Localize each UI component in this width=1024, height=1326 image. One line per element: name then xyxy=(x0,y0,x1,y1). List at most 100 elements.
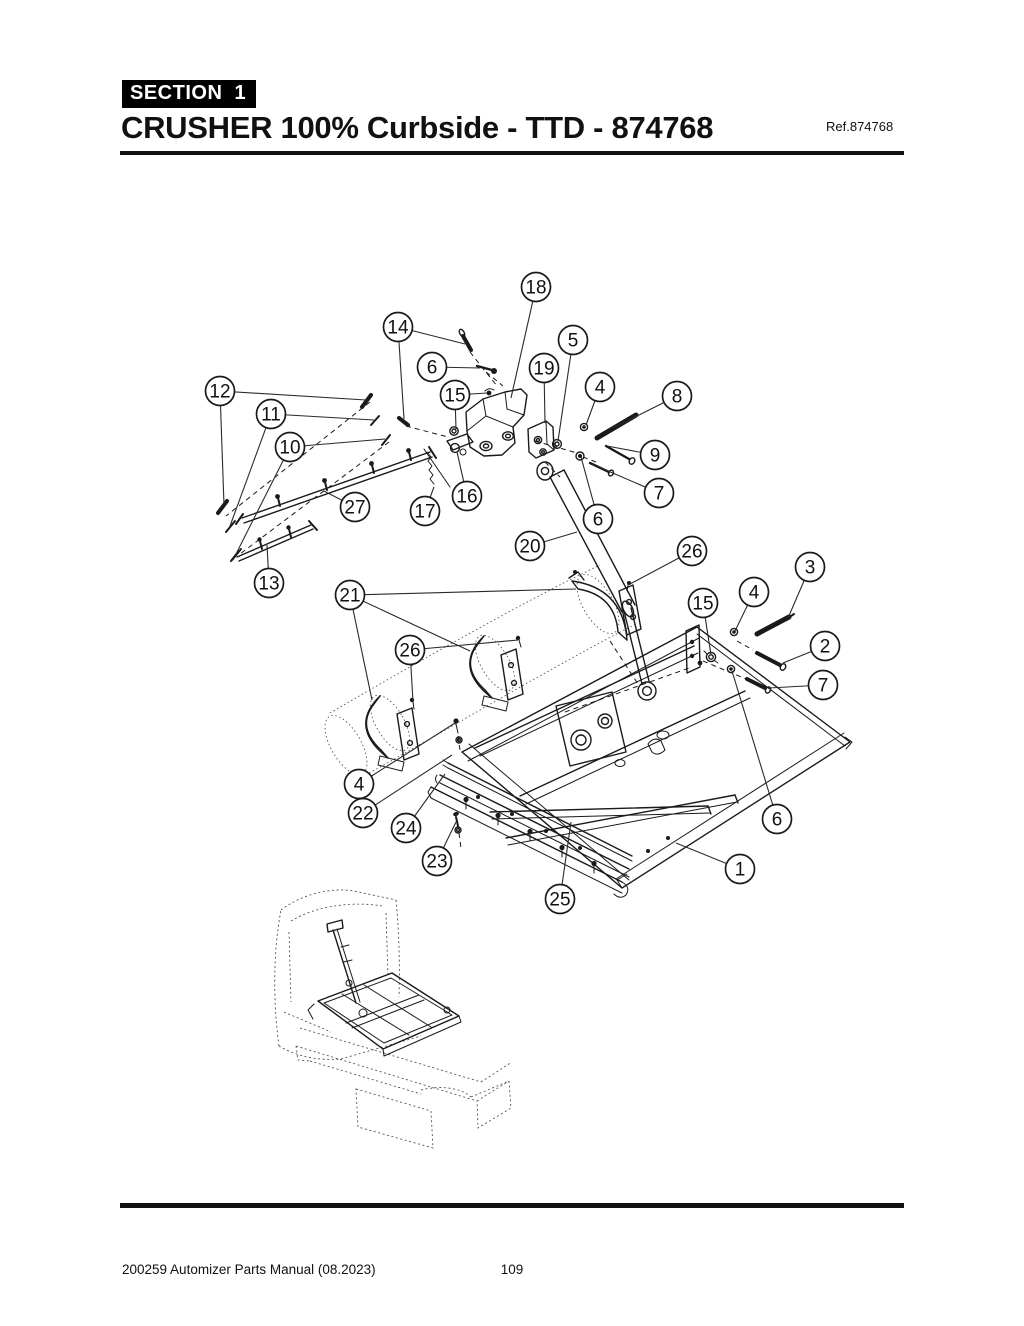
svg-text:25: 25 xyxy=(549,890,570,911)
svg-text:10: 10 xyxy=(279,438,300,459)
callout-26: 26 xyxy=(676,535,708,567)
callout-4: 4 xyxy=(584,371,616,403)
callout-7: 7 xyxy=(807,669,839,701)
svg-text:12: 12 xyxy=(209,382,230,403)
callout-27: 27 xyxy=(339,491,371,523)
callout-leader-11 xyxy=(270,413,375,421)
svg-text:15: 15 xyxy=(692,594,713,615)
callout-leader-12 xyxy=(219,390,367,401)
part-rods xyxy=(216,393,437,562)
svg-text:6: 6 xyxy=(593,510,604,531)
svg-text:13: 13 xyxy=(258,574,279,595)
svg-text:6: 6 xyxy=(427,358,438,379)
footer-manual-name: 200259 Automizer Parts Manual (08.2023) xyxy=(122,1262,376,1277)
callout-6: 6 xyxy=(582,503,614,535)
callout-20: 20 xyxy=(514,530,546,562)
callout-4: 4 xyxy=(343,768,375,800)
callout-leaders xyxy=(219,286,826,900)
callout-8: 8 xyxy=(661,380,693,412)
callout-6: 6 xyxy=(416,351,448,383)
callout-6: 6 xyxy=(761,803,793,835)
callout-3: 3 xyxy=(794,551,826,583)
svg-text:4: 4 xyxy=(354,775,365,796)
callout-24: 24 xyxy=(390,812,422,844)
svg-text:23: 23 xyxy=(426,852,447,873)
truck-ghost-outline xyxy=(274,889,513,1149)
callout-leader-10 xyxy=(289,438,386,448)
callout-leader-12 xyxy=(219,390,225,506)
svg-text:24: 24 xyxy=(395,819,417,840)
svg-text:11: 11 xyxy=(261,405,281,426)
svg-text:26: 26 xyxy=(681,542,702,563)
svg-text:7: 7 xyxy=(818,676,829,697)
svg-text:19: 19 xyxy=(533,359,554,380)
svg-text:17: 17 xyxy=(414,502,435,523)
callout-1: 1 xyxy=(724,853,756,885)
reference-number: Ref.874768 xyxy=(826,119,894,134)
callout-26: 26 xyxy=(394,634,426,666)
truck-crusher-assembly xyxy=(307,919,462,1057)
callout-leader-10 xyxy=(236,446,291,553)
callout-17: 17 xyxy=(409,495,441,527)
callout-2: 2 xyxy=(809,630,841,662)
callout-19: 19 xyxy=(528,352,560,384)
part-clamps xyxy=(365,581,631,772)
callout-21: 21 xyxy=(334,579,366,611)
callout-25: 25 xyxy=(544,883,576,915)
svg-text:6: 6 xyxy=(772,810,783,831)
callout-9: 9 xyxy=(639,439,671,471)
part-blades xyxy=(427,718,633,898)
svg-text:15: 15 xyxy=(444,386,465,407)
callout-14: 14 xyxy=(382,311,414,343)
svg-text:27: 27 xyxy=(344,498,365,519)
callout-leader-5 xyxy=(557,339,574,442)
svg-text:4: 4 xyxy=(595,378,606,399)
svg-text:7: 7 xyxy=(654,484,665,505)
callout-leader-4 xyxy=(358,722,456,785)
svg-text:22: 22 xyxy=(352,804,373,825)
svg-text:18: 18 xyxy=(525,278,546,299)
callout-leader-18 xyxy=(510,286,537,399)
svg-text:5: 5 xyxy=(568,331,579,352)
callout-15: 15 xyxy=(687,587,719,619)
callout-15: 15 xyxy=(439,379,471,411)
callout-5: 5 xyxy=(557,324,589,356)
svg-text:14: 14 xyxy=(387,318,409,339)
header-rule xyxy=(120,151,904,155)
callout-leader-6 xyxy=(731,670,778,820)
callout-leader-21 xyxy=(349,594,471,652)
callout-4: 4 xyxy=(738,576,770,608)
part-cylinder xyxy=(536,461,657,701)
callout-22: 22 xyxy=(347,797,379,829)
callout-12: 12 xyxy=(204,375,236,407)
part-tube-ghost xyxy=(324,564,637,778)
svg-text:21: 21 xyxy=(339,586,360,607)
callout-leader-14 xyxy=(397,326,405,420)
callout-11: 11 xyxy=(255,398,287,430)
callout-10: 10 xyxy=(274,431,306,463)
part-fasteners-right xyxy=(703,613,795,694)
svg-text:16: 16 xyxy=(456,487,477,508)
callout-leader-11 xyxy=(229,413,272,527)
callout-leader-26 xyxy=(409,639,519,651)
part-frame xyxy=(461,624,853,889)
svg-text:1: 1 xyxy=(735,860,746,881)
part-bracket xyxy=(465,388,555,459)
svg-text:9: 9 xyxy=(650,446,661,467)
callout-18: 18 xyxy=(520,271,552,303)
svg-text:26: 26 xyxy=(399,641,420,662)
callout-leader-21 xyxy=(349,594,373,701)
callout-23: 23 xyxy=(421,845,453,877)
footer-page-number: 109 xyxy=(500,1262,524,1277)
svg-text:3: 3 xyxy=(805,558,816,579)
svg-text:2: 2 xyxy=(820,637,831,658)
callout-leader-22 xyxy=(362,754,453,814)
svg-text:8: 8 xyxy=(672,387,683,408)
page-title: CRUSHER 100% Curbside - TTD - 874768 xyxy=(121,110,714,145)
section-badge: SECTION 1 xyxy=(122,80,257,108)
callout-7: 7 xyxy=(643,477,675,509)
svg-text:4: 4 xyxy=(749,583,760,604)
